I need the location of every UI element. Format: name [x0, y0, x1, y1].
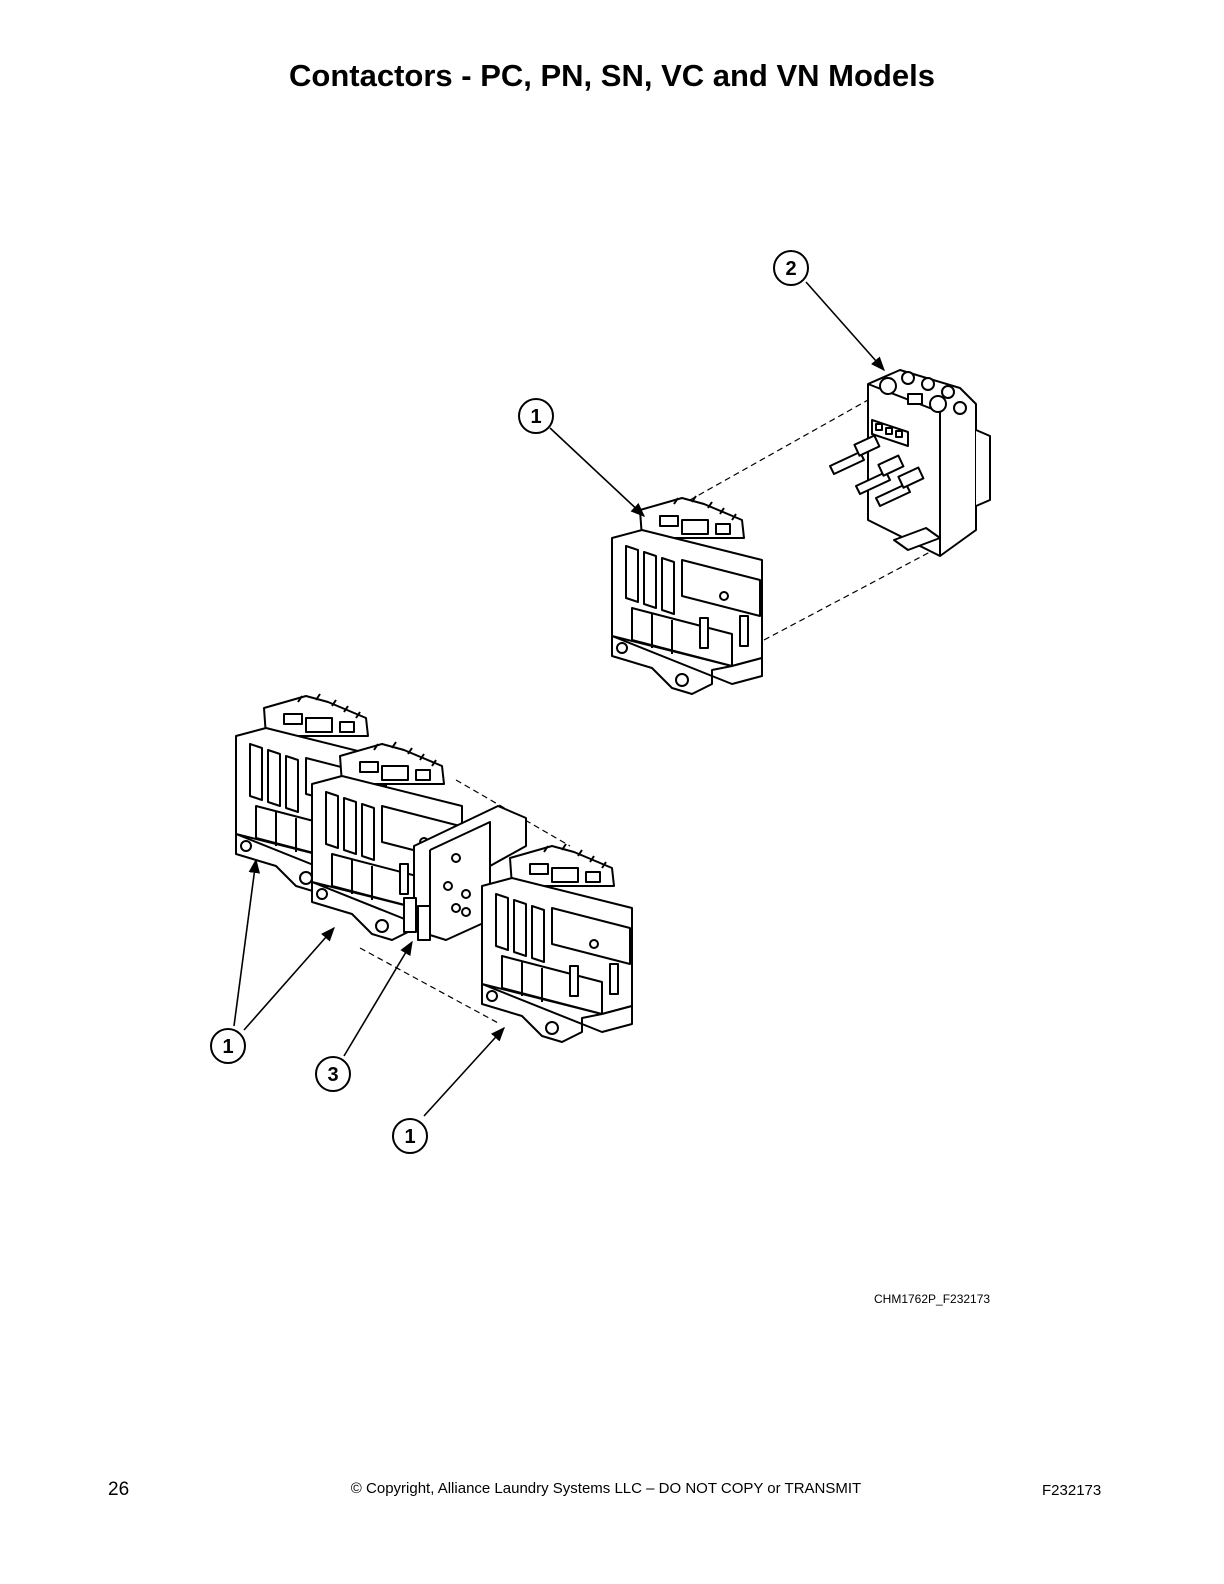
- svg-text:1: 1: [530, 406, 541, 428]
- callout-top-contactor: 1: [518, 398, 554, 434]
- svg-text:3: 3: [327, 1064, 338, 1086]
- document-number: F232173: [1042, 1482, 1102, 1499]
- page-number: 26: [108, 1479, 130, 1500]
- callout-interlock: 3: [315, 1056, 351, 1092]
- svg-text:2: 2: [785, 258, 796, 280]
- top-contactor: [611, 495, 763, 695]
- svg-text:1: 1: [222, 1036, 233, 1058]
- callout-leaders: [233, 281, 885, 1117]
- copyright-notice: © Copyright, Alliance Laundry Systems LL…: [350, 1480, 862, 1497]
- assembly-guide-lines-top: [689, 399, 931, 641]
- page-title: Contactors - PC, PN, SN, VC and VN Model…: [289, 58, 935, 93]
- svg-text:1: 1: [404, 1126, 415, 1148]
- callout-overload-relay: 2: [773, 250, 809, 286]
- figure-id: CHM1762P_F232173: [874, 1292, 991, 1306]
- mechanical-interlock: [403, 805, 527, 941]
- front-contactor: [481, 843, 633, 1043]
- overload-relay: [829, 369, 991, 557]
- callout-bottom-contactors: 1: [210, 1028, 246, 1064]
- callout-front-contactor: 1: [392, 1118, 428, 1154]
